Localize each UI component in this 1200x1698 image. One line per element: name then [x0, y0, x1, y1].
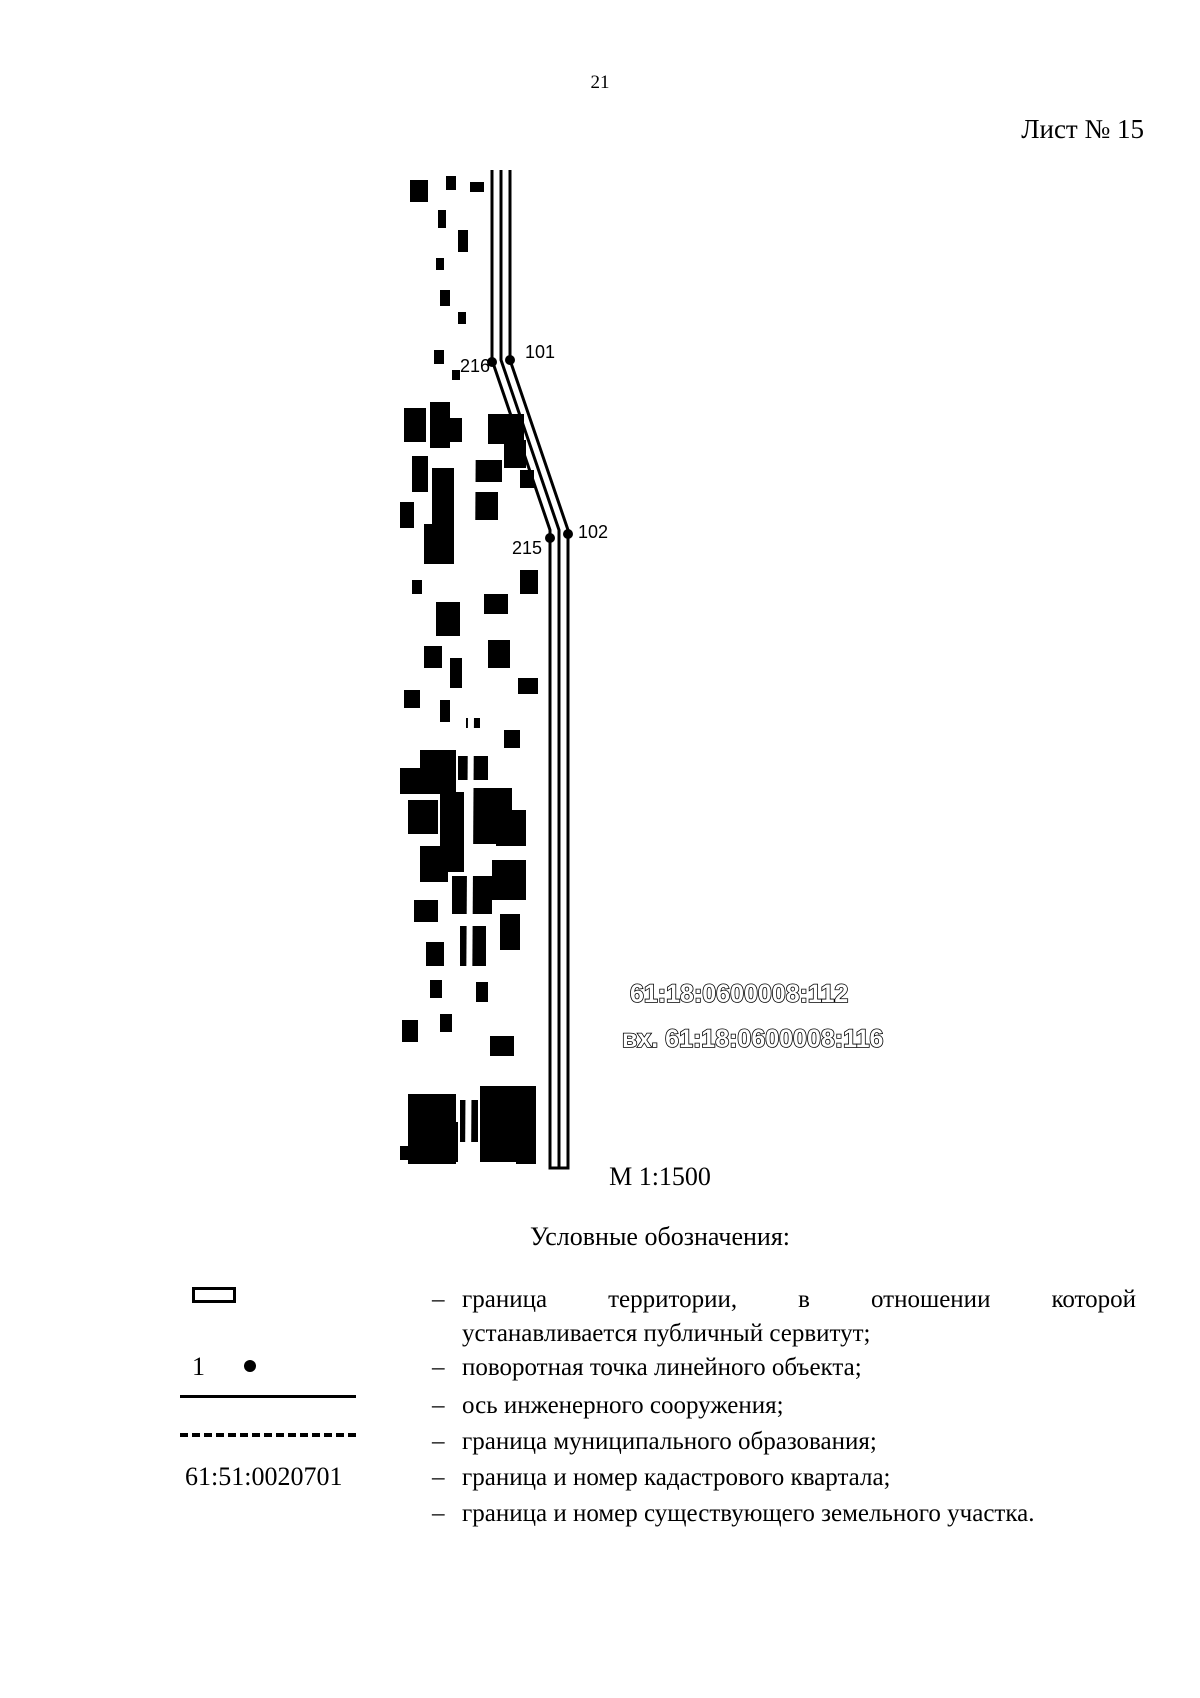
legend-dash: –	[432, 1286, 445, 1313]
engineering-axis	[499, 170, 561, 1168]
site-map: 216 101 215 102 61:18:0600008:112 вх. 61…	[400, 170, 920, 1170]
legend-dash: –	[432, 1354, 445, 1381]
boundary-rectangle-symbol	[192, 1287, 236, 1303]
legend-title: Условные обозначения:	[529, 1222, 791, 1251]
legend-item-cadastral-quarter: –граница и номер кадастрового квартала;	[432, 1461, 891, 1495]
legend-dash: –	[432, 1464, 445, 1491]
turn-point-sample-number: 1	[192, 1352, 205, 1381]
legend-item-text: граница и номер кадастрового квартала;	[462, 1464, 891, 1491]
servitude-boundary	[490, 170, 570, 1170]
point-label-101: 101	[525, 342, 555, 362]
legend-item-municipal: –граница муниципального образования;	[432, 1425, 877, 1459]
point-label-102: 102	[578, 522, 608, 542]
legend-dash: –	[432, 1392, 445, 1419]
turn-point-101	[505, 355, 515, 365]
scale-label: М 1:1500	[609, 1162, 711, 1191]
parcel-label: 61:18:0600008:112	[630, 980, 848, 1008]
sheet-label: Лист № 15	[1021, 114, 1144, 144]
axis-line-symbol	[180, 1395, 356, 1398]
turn-point-216	[487, 357, 497, 367]
point-label-216: 216	[460, 356, 490, 376]
page-number: 21	[590, 72, 610, 93]
legend-item-text: поворотная точка линейного объекта;	[462, 1354, 862, 1381]
cadastral-quarter-sample: 61:51:0020701	[185, 1462, 343, 1491]
map-drawing: 216 101 215 102 61:18:0600008:112 вх. 61…	[400, 170, 884, 1170]
turn-point-215	[545, 533, 555, 543]
legend-dash: –	[432, 1428, 445, 1455]
municipal-boundary-dashed-symbol	[180, 1433, 356, 1437]
legend-item-text: устанавливается публичный сервитут;	[462, 1320, 871, 1347]
legend-item-text: граница территории, в отношении которой	[462, 1286, 1136, 1313]
legend-item-servitude-line1: –граница территории, в отношении которой	[432, 1283, 1136, 1317]
turn-point-dot-icon	[244, 1360, 256, 1372]
turn-point-102	[563, 529, 573, 539]
legend-item-servitude-line2: устанавливается публичный сервитут;	[462, 1317, 871, 1351]
legend-item-text: граница муниципального образования;	[462, 1428, 877, 1455]
parcel-label-entry: вх. 61:18:0600008:116	[622, 1025, 883, 1053]
legend-item-turn-point: –поворотная точка линейного объекта;	[432, 1351, 862, 1385]
legend-item-text: граница и номер существующего земельного…	[462, 1500, 1035, 1527]
point-label-215: 215	[512, 538, 542, 558]
legend-dash: –	[432, 1500, 445, 1527]
road-white-line	[465, 409, 476, 1170]
legend-item-axis: –ось инженерного сооружения;	[432, 1389, 784, 1423]
legend-item-land-plot: –граница и номер существующего земельног…	[432, 1497, 1034, 1531]
legend-item-text: ось инженерного сооружения;	[462, 1392, 784, 1419]
